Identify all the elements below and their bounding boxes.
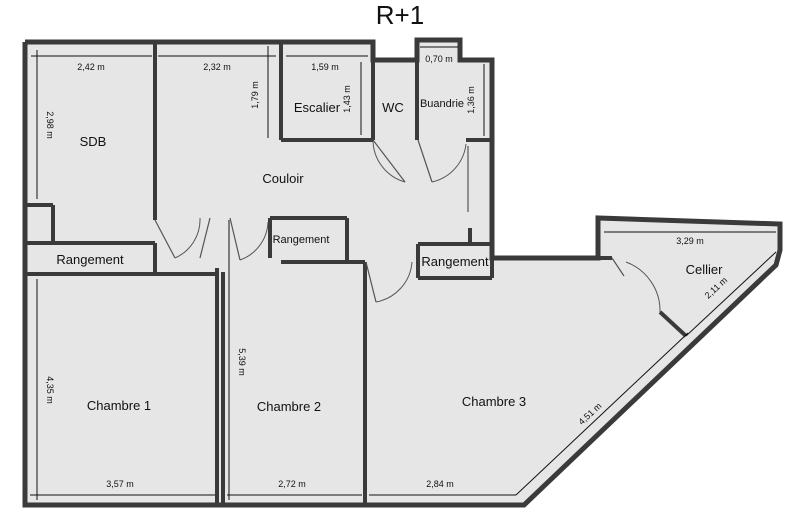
room-label-rangement-left: Rangement: [56, 252, 124, 267]
room-label-rangement-small: Rangement: [273, 234, 330, 246]
dim-chambre3-width: 2,84 m: [426, 479, 454, 489]
dim-couloir-width: 2,32 m: [203, 62, 231, 72]
interior-walls: [25, 42, 688, 505]
dimension-lines: [30, 46, 777, 500]
dim-cellier-width: 3,29 m: [676, 236, 704, 246]
dim-chambre1-width: 3,57 m: [106, 479, 134, 489]
room-label-buandrie: Buandrie: [420, 98, 464, 110]
dim-escalier-width: 1,59 m: [311, 62, 339, 72]
doors: [154, 139, 661, 313]
room-label-chambre3: Chambre 3: [462, 394, 526, 409]
dim-chambre2-width: 2,72 m: [278, 479, 306, 489]
room-label-chambre1: Chambre 1: [87, 398, 151, 413]
floor-area: [25, 40, 780, 505]
dim-couloir-height: 1,79 m: [250, 81, 260, 109]
dim-sdb-height: 2,98 m: [45, 111, 55, 139]
dim-sdb-width: 2,42 m: [77, 62, 105, 72]
room-label-wc: WC: [382, 100, 404, 115]
plan-title: R+1: [376, 0, 424, 30]
dim-buandrie-width: 0,70 m: [425, 54, 453, 64]
room-label-chambre2: Chambre 2: [257, 399, 321, 414]
room-label-sdb: SDB: [80, 134, 107, 149]
room-label-escalier: Escalier: [294, 100, 341, 115]
dim-chambre2-height: 5,39 m: [237, 348, 247, 376]
dim-chambre1-height: 4,35 m: [45, 376, 55, 404]
dim-buandrie-height: 1,36 m: [466, 86, 476, 114]
room-label-couloir: Couloir: [262, 171, 304, 186]
room-label-rangement-right: Rangement: [421, 254, 489, 269]
room-label-cellier: Cellier: [686, 262, 724, 277]
dim-escalier-height: 1,43 m: [342, 85, 352, 113]
